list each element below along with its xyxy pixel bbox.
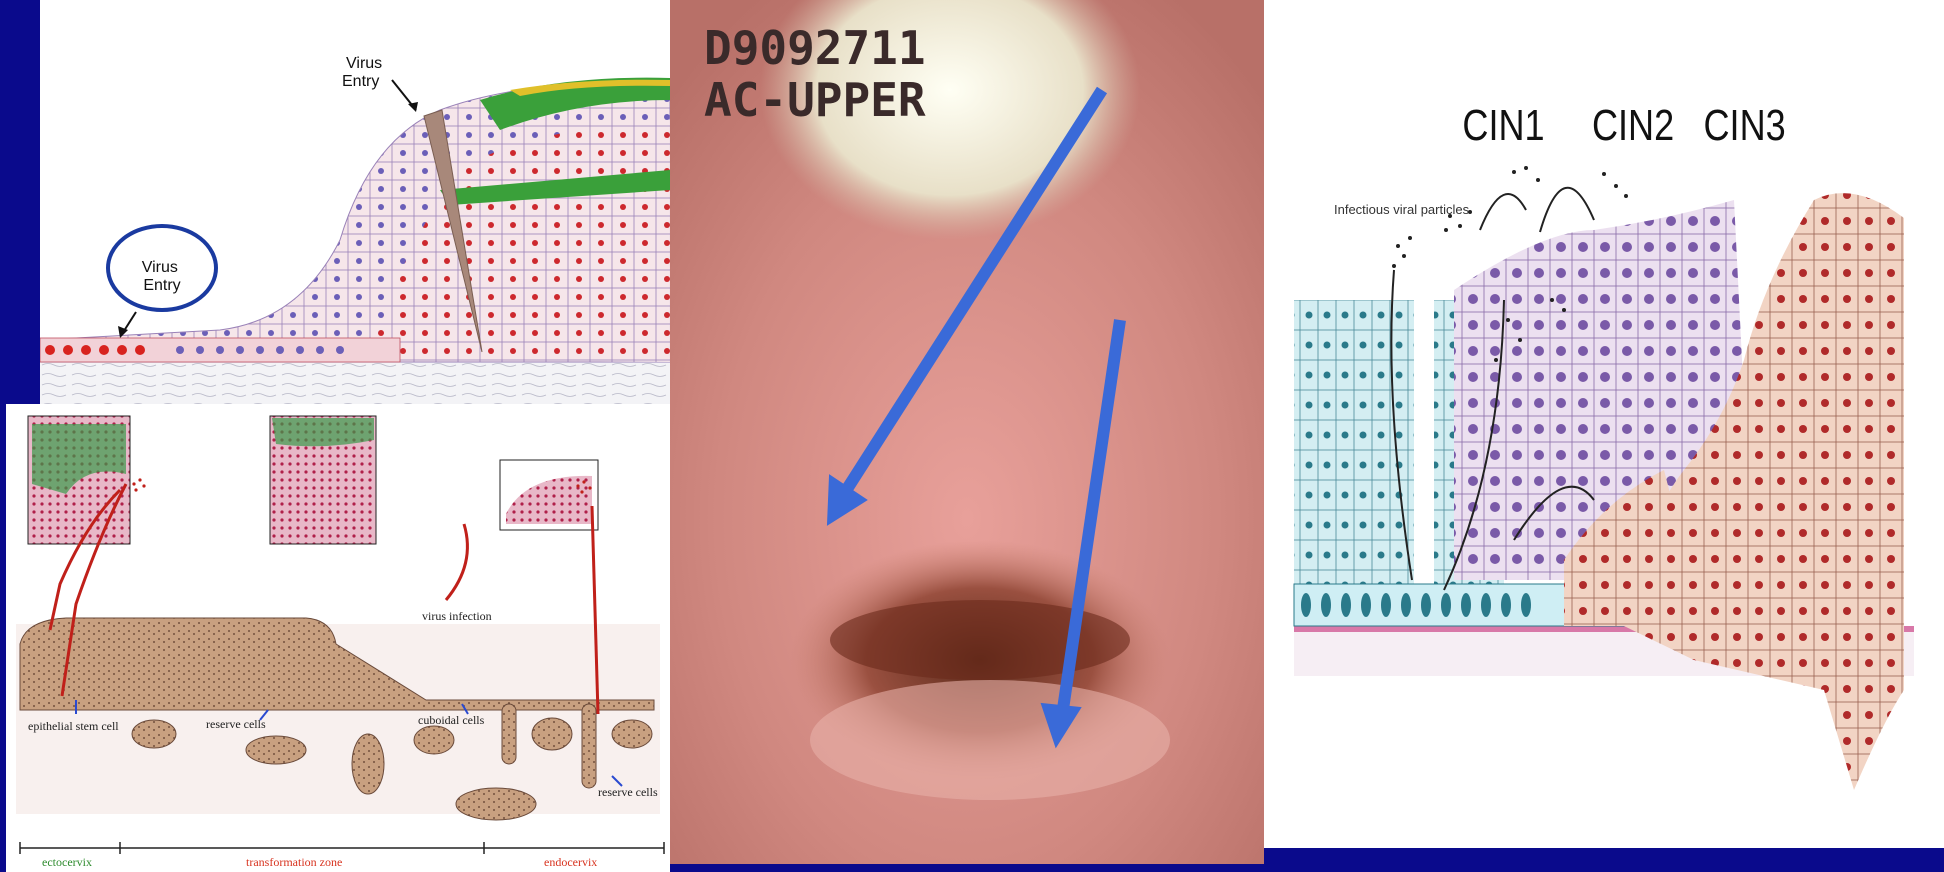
panel-colposcopy-photo: D9092711 AC-UPPER bbox=[670, 0, 1264, 864]
reserve-cells-label-2: reserve cells bbox=[598, 785, 658, 799]
infectious-viral-particles-label: Infectious viral particles bbox=[1334, 202, 1470, 217]
virus-path-2 bbox=[446, 524, 467, 600]
zone-transformation-label: transformation zone bbox=[246, 855, 342, 869]
virus-infection-label: virus infection bbox=[422, 609, 492, 623]
stroma-layer bbox=[40, 362, 670, 404]
cuboidal-cells-label: cuboidal cells bbox=[418, 713, 485, 727]
reserve-cells-label-1: reserve cells bbox=[206, 717, 266, 731]
cin3-label: CIN3 bbox=[1704, 101, 1786, 150]
panel-virus-entry-diagram: Virus Entry Virus Entry bbox=[40, 0, 670, 404]
cin2-label: CIN2 bbox=[1592, 101, 1674, 150]
cin1-label: CIN1 bbox=[1462, 101, 1544, 150]
transformation-zone-illustration: virus infection epithelial stem cell res… bbox=[6, 404, 670, 872]
virus-entry-label-top: Virus Entry bbox=[342, 55, 387, 90]
virus-entry-label-circled: Virus Entry bbox=[142, 259, 183, 294]
overlay-id: D9092711 bbox=[704, 21, 926, 75]
panel-transformation-zone-diagram: virus infection epithelial stem cell res… bbox=[6, 404, 670, 872]
virus-entry-illustration: Virus Entry Virus Entry bbox=[40, 0, 670, 404]
cin-progression-illustration: CIN1 CIN2 CIN3 Infectious viral particle… bbox=[1264, 0, 1944, 848]
overlay-location: AC-UPPER bbox=[704, 73, 926, 127]
zone-ectocervix-label: ectocervix bbox=[42, 855, 92, 869]
epithelial-stem-cell-label: epithelial stem cell bbox=[28, 719, 119, 733]
colposcopy-image: D9092711 AC-UPPER bbox=[670, 0, 1264, 864]
zone-endocervix-label: endocervix bbox=[544, 855, 597, 869]
panel-cin-progression-diagram: CIN1 CIN2 CIN3 Infectious viral particle… bbox=[1264, 0, 1944, 848]
